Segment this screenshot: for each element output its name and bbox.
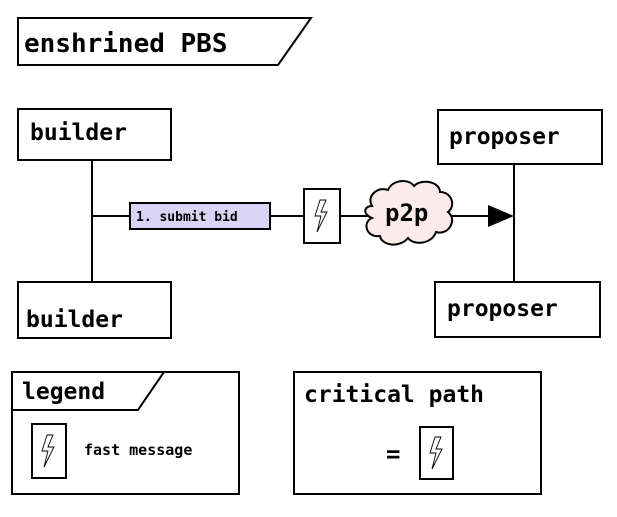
critical-path-box: critical path =	[293, 371, 542, 495]
critical-path-title: critical path	[304, 382, 484, 408]
p2p-label: p2p	[385, 199, 428, 227]
builder-box-top: builder	[17, 108, 172, 161]
connector-lines	[91, 160, 515, 282]
legend-title: legend	[22, 379, 105, 405]
title-text: enshrined PBS	[24, 29, 228, 59]
legend-fast-message-box	[31, 423, 67, 479]
fast-message-box	[303, 188, 341, 244]
proposer-label-bottom: proposer	[447, 296, 558, 322]
submit-bid-box: 1. submit bid	[129, 202, 271, 230]
critical-path-fast-message-box	[419, 426, 454, 480]
title-banner: enshrined PBS	[17, 17, 313, 66]
builder-label-bottom: builder	[26, 307, 123, 333]
critical-path-equals: =	[386, 440, 400, 468]
builder-box-bottom: builder	[17, 281, 172, 339]
legend-box: legend fast message	[11, 371, 240, 495]
p2p-cloud: p2p	[364, 180, 454, 246]
arrow-head	[488, 205, 514, 227]
legend-fast-message-label: fast message	[84, 441, 192, 459]
submit-bid-label: 1. submit bid	[136, 210, 238, 225]
proposer-box-top: proposer	[437, 109, 603, 165]
proposer-box-bottom: proposer	[434, 281, 601, 338]
proposer-label-top: proposer	[449, 124, 560, 150]
builder-label-top: builder	[30, 120, 127, 146]
